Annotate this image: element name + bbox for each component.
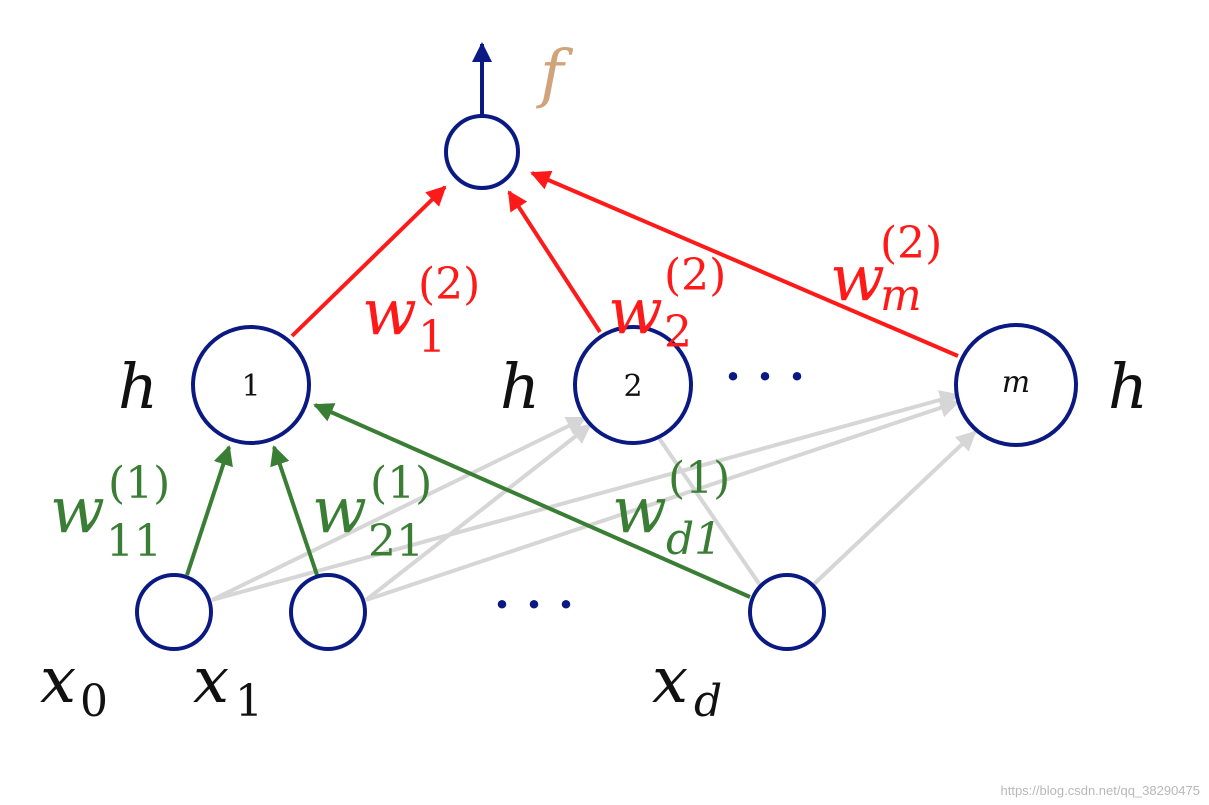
edge-hm-out: [530, 170, 959, 358]
edge-x1-h1: [270, 445, 319, 576]
output-label: f: [536, 37, 574, 111]
edge-x0-hm: [211, 390, 960, 602]
layer1-green-edges: [185, 403, 751, 599]
edge-x1-h2: [364, 423, 592, 602]
input-node-x1: [289, 573, 367, 651]
layer1-gray-edges: [211, 390, 977, 602]
input-node-xd: [748, 573, 826, 651]
edge-xd-h2: [648, 423, 764, 590]
weight-wd1-1: w (1) d1: [612, 453, 734, 565]
hidden-node-1: [191, 325, 311, 445]
edge-xd-hm: [810, 430, 977, 588]
input-label-x0: x 0: [40, 644, 108, 727]
input-label-x1: x 1: [193, 644, 263, 727]
input-label-xd: x d: [652, 644, 722, 727]
hidden-node-m: [954, 323, 1078, 447]
weight-w21-1: w (1) 21: [312, 458, 436, 567]
weight-wm-2: w (2) m: [830, 218, 946, 321]
hidden-node-2: [573, 325, 693, 445]
output-node: [444, 114, 520, 190]
edge-h1-out: [290, 185, 447, 338]
input-ellipsis: · · ·: [494, 577, 574, 631]
hidden-layer-label-right: h: [1108, 350, 1148, 423]
hidden-node-1-label: 1: [241, 369, 260, 404]
nodes: [135, 114, 1078, 651]
hidden-ellipsis: · · ·: [725, 349, 805, 403]
layer2-red-edges: [290, 170, 959, 358]
hidden-node-2-label: 2: [623, 369, 642, 404]
hidden-layer-label-middle: h: [500, 350, 540, 423]
hidden-layer-label-left: h: [118, 350, 158, 423]
input-node-x0: [135, 573, 213, 651]
hidden-node-m-label: m: [1002, 365, 1030, 400]
edge-x0-h2: [211, 416, 587, 602]
watermark: https://blog.csdn.net/qq_38290475: [1001, 783, 1201, 798]
edge-h2-out: [507, 190, 602, 334]
weight-w1-2: w (2) 1: [362, 259, 484, 363]
weight-w2-2: w (2) 2: [608, 250, 730, 358]
edge-x1-hm: [365, 398, 960, 602]
edge-x0-h1: [185, 445, 233, 576]
weight-w11-1: w (1) 11: [50, 458, 174, 567]
edge-xd-h1: [313, 403, 751, 599]
